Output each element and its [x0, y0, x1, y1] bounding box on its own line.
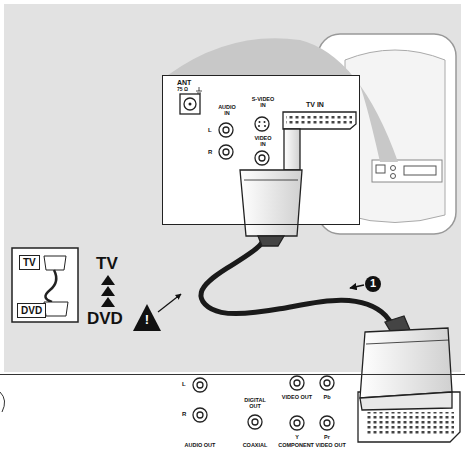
socket-label: VIDEO OUT [277, 394, 317, 400]
warning-leader [158, 294, 181, 312]
coaxial-socket [248, 415, 262, 429]
socket-label: TV IN [306, 101, 324, 109]
direction-label: DVD [87, 310, 123, 327]
socket-label: ANT [177, 79, 191, 87]
connection-inset: TV DVD [12, 248, 78, 322]
warning-mark: ! [141, 313, 153, 326]
socket-label: AUDIO IN [217, 104, 237, 116]
video-in-socket [255, 151, 269, 165]
callout-number: 1 [367, 278, 379, 289]
socket-label: AUDIO OUT [175, 442, 225, 448]
scart-plug-dvd [360, 316, 452, 410]
video-out-sockets [290, 376, 334, 430]
warning-triangle [133, 304, 161, 331]
channel-label: R [182, 411, 186, 418]
direction-triangles [101, 275, 115, 307]
audio-in-sockets [219, 123, 233, 159]
socket-label: 75 Ω [177, 87, 188, 93]
channel-label: L [208, 127, 212, 134]
callout-leader [350, 285, 364, 288]
inset-miniature [12, 248, 78, 322]
s-video-socket [255, 117, 269, 131]
socket-label: VIDEO IN [251, 135, 275, 147]
scart-socket-tv [283, 112, 356, 129]
socket-label: Pr [317, 434, 337, 440]
scart-socket-dvd [358, 392, 460, 442]
socket-label: S-VIDEO IN [250, 96, 276, 108]
socket-label: Y [290, 434, 304, 440]
direction-label: TV [96, 255, 118, 272]
tv-rear-panel: ANT75 Ω AUDIO IN L R S-VIDEO IN VIDEO IN TV IN [162, 75, 360, 225]
socket-label: COMPONENT VIDEO OUT [272, 442, 352, 448]
socket-label: COAXIAL [235, 442, 275, 448]
device-label: DVD [17, 303, 46, 318]
audio-out-sockets [193, 378, 207, 422]
grey-field [4, 4, 461, 372]
device-label: TV [19, 255, 40, 270]
inset-face [12, 248, 78, 322]
panel-edge [0, 392, 5, 412]
channel-label: L [182, 381, 186, 388]
dvd-rear-panel: L R AUDIO OUT DIGITAL OUT COAXIAL VIDEO OUT Y P… [0, 374, 465, 453]
scart-plug-tv [240, 129, 302, 246]
callout-circle [365, 276, 381, 292]
socket-label: DIGITAL OUT [240, 397, 270, 409]
socket-label: Pb [317, 394, 337, 400]
channel-label: R [208, 149, 212, 156]
